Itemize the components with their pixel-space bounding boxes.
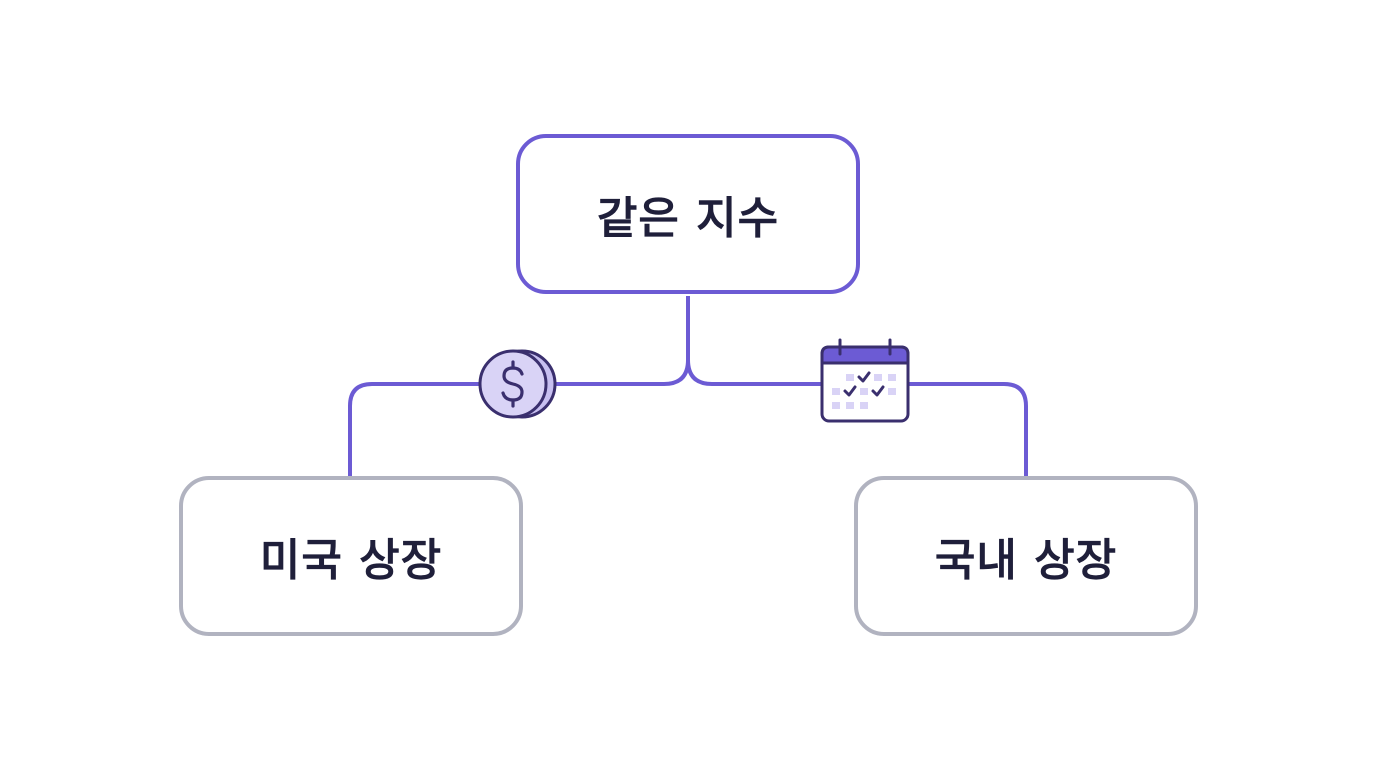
connector-right — [686, 359, 1028, 476]
root-node: 같은 지수 — [516, 134, 860, 294]
root-node-label: 같은 지수 — [596, 193, 780, 244]
calendar-check-icon — [820, 338, 910, 423]
right-node: 국내 상장 — [854, 476, 1198, 636]
left-node-label: 미국 상장 — [259, 535, 443, 586]
left-node: 미국 상장 — [179, 476, 523, 636]
right-node-label: 국내 상장 — [934, 535, 1118, 586]
dollar-coin-icon — [478, 349, 557, 419]
